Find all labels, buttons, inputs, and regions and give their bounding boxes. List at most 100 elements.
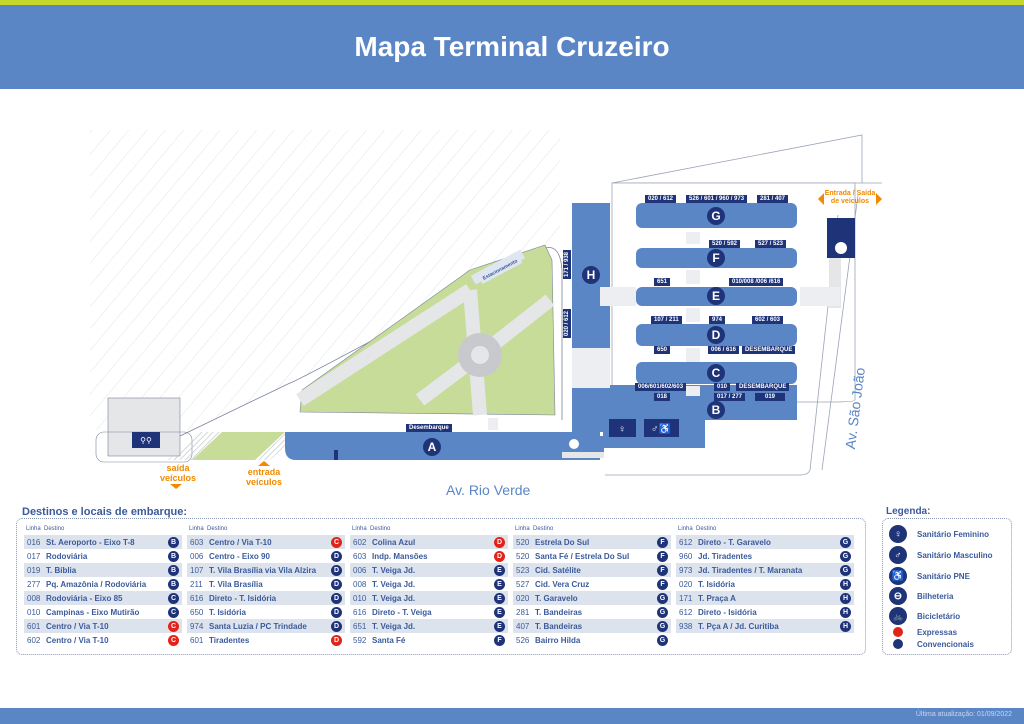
header-cell: Linha <box>189 526 204 532</box>
platform-badge: D <box>331 592 342 604</box>
terminal-outline <box>611 134 882 184</box>
line-number: 651 <box>353 621 367 631</box>
destination: Bairro Hilda <box>535 635 581 645</box>
platform-badge: G <box>657 592 668 604</box>
platform-badge: C <box>331 536 342 548</box>
route-label: 020 / 612 <box>645 195 677 203</box>
line-number: 526 <box>516 635 530 645</box>
platform-badge: F <box>657 578 668 590</box>
line-number: 616 <box>190 593 204 603</box>
table-row: 211 T. Vila Brasília D <box>187 577 345 591</box>
accessible-restroom-icon: ♿ <box>889 567 907 585</box>
line-number: 612 <box>679 607 693 617</box>
header-cell: Destino <box>696 526 717 532</box>
platform-badge: H <box>840 620 851 632</box>
header-cell: Destino <box>44 526 65 532</box>
destination: Tiradentes <box>209 635 250 645</box>
line-number: 211 <box>190 579 203 589</box>
footer: Última atualização: 01/09/2022 <box>0 708 1024 724</box>
destination: T. Bíblia <box>46 565 77 575</box>
line-number: 006 <box>190 551 204 561</box>
legend-label: Expressas <box>917 627 958 637</box>
destination: Direto - Isidória <box>698 607 757 617</box>
bay-H: H <box>582 266 600 284</box>
line-number: 107 <box>190 565 204 575</box>
bay-E: E <box>707 287 725 305</box>
platform-badge: E <box>494 578 505 590</box>
platform-badge: C <box>168 592 179 604</box>
line-number: 602 <box>353 537 367 547</box>
platform-badge: D <box>494 536 505 548</box>
vehicle-entry-arrow <box>258 461 270 466</box>
destination: T. Veiga Jd. <box>372 621 416 631</box>
destination: Cid. Satélite <box>535 565 581 575</box>
line-number: 602 <box>27 635 41 645</box>
line-number: 527 <box>516 579 530 589</box>
destination: Santa Fé / Estrela Do Sul <box>535 551 630 561</box>
header-cell: Linha <box>26 526 41 532</box>
platform-badge: G <box>657 620 668 632</box>
legend-item: ⊖Bilheteria <box>889 587 953 605</box>
destination: T. Vila Brasília <box>209 579 263 589</box>
line-number: 601 <box>27 621 41 631</box>
vehicle-exit-arrow <box>170 484 182 489</box>
route-label: 010 <box>714 383 731 391</box>
destination: T. Garavelo <box>535 593 578 603</box>
line-number: 520 <box>516 537 530 547</box>
destination: Rodoviária <box>46 551 88 561</box>
route-label: 602 / 603 <box>752 316 784 324</box>
platform-badge: C <box>168 634 179 646</box>
route-label: 107 / 211 <box>651 316 682 324</box>
platform-badge: D <box>331 620 342 632</box>
platform-badge: E <box>494 620 505 632</box>
line-number: 171 <box>679 593 693 603</box>
svg-text:⚲⚲: ⚲⚲ <box>140 436 152 445</box>
legend-item: ♂Sanitário Masculino <box>889 546 993 564</box>
route-label: 974 <box>709 316 726 324</box>
line-number: 592 <box>353 635 367 645</box>
route-label: 018 <box>654 393 671 401</box>
destination: Direto - T. Veiga <box>372 607 432 617</box>
male-restroom-icon: ♂ <box>889 546 907 564</box>
destination: T. Isidória <box>698 579 735 589</box>
destination: T. Veiga Jd. <box>372 593 416 603</box>
route-label: DESEMBARQUE <box>742 346 796 354</box>
street-rio-verde: Av. Rio Verde <box>446 482 531 498</box>
conventional-dot-icon <box>893 639 903 649</box>
destination: Pq. Amazônia / Rodoviária <box>46 579 147 589</box>
terminal-map: ⚲⚲ ♀ ♂♿ <box>90 130 882 489</box>
route-label: 017 / 277 <box>714 393 746 401</box>
platform-badge: D <box>331 578 342 590</box>
vehicle-entry-label: entrada veículos <box>245 467 283 487</box>
platform-badge: B <box>168 564 179 576</box>
destination: Direto - T. Garavelo <box>698 537 771 547</box>
destination: T. Veiga Jd. <box>372 579 416 589</box>
destination: T. Vila Brasília via Vila Alzira <box>209 565 317 575</box>
destination: T. Pça A / Jd. Curitiba <box>698 621 779 631</box>
bus-stop-marker <box>334 450 338 460</box>
destination: Centro - Eixo 90 <box>209 551 270 561</box>
line-number: 016 <box>27 537 41 547</box>
route-label: 651 <box>654 278 671 286</box>
